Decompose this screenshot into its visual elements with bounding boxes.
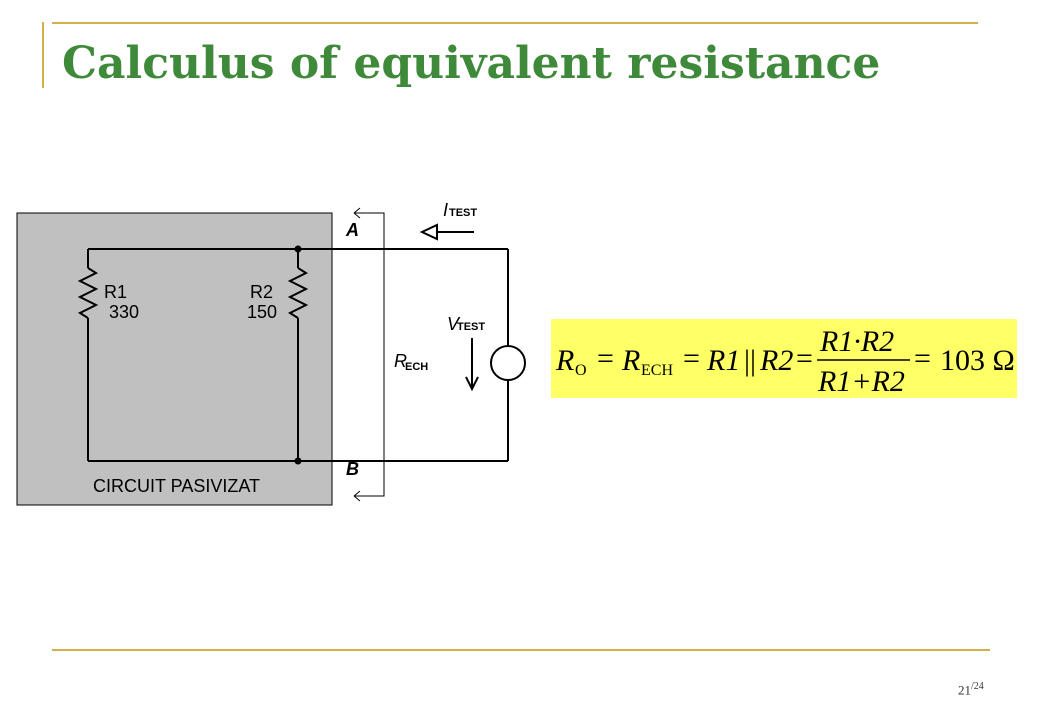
page-current: 21 [958, 682, 971, 698]
formula-parallel: || [744, 344, 756, 377]
rech-label: R [394, 351, 407, 371]
vtest-label: V [447, 314, 461, 334]
formula-ro: R [555, 344, 574, 377]
r2-name-label: R2 [250, 282, 273, 302]
r2-resistor [287, 267, 309, 319]
node-dot-top [294, 245, 302, 253]
arrow-left-icon [353, 207, 361, 219]
slide-title: Calculus of equivalent resistance [62, 38, 881, 89]
formula-denominator: R1+R2 [817, 365, 905, 398]
formula-ro-sub: O [575, 362, 587, 379]
rech-sub-label: ECH [405, 361, 428, 373]
page-total: /24 [971, 681, 984, 692]
formula-highlight [551, 319, 1017, 398]
arrow-left-icon [353, 490, 361, 502]
frame-left-rule [42, 22, 44, 88]
formula-result: 103 Ω [940, 344, 1015, 377]
r1-resistor [77, 267, 99, 319]
formula-r2: R2 [759, 344, 793, 377]
formula-eq1: = [597, 342, 614, 375]
box-label: CIRCUIT PASIVIZAT [93, 476, 260, 496]
rech-bracket [354, 212, 385, 497]
itest-sub-label: TEST [449, 207, 477, 219]
vtest-arrow-head-icon [465, 376, 479, 392]
formula-r1: R1 [706, 344, 740, 377]
formula-rech-sub: ECH [641, 362, 673, 379]
itest-label: I [443, 200, 448, 220]
node-b-label: B [346, 459, 359, 479]
itest-arrow-head-icon [419, 223, 438, 241]
vtest-sub-label: TEST [457, 321, 485, 333]
r1-value-label: 330 [109, 302, 139, 322]
formula-eq2: = [683, 342, 700, 375]
frame-top-rule [52, 22, 978, 24]
formula-numerator: R1·R2 [819, 325, 894, 358]
formula-eq3: = [796, 342, 813, 375]
node-a-label: A [345, 220, 359, 240]
test-source-icon [490, 345, 526, 381]
r1-name-label: R1 [104, 282, 127, 302]
passive-circuit-box [16, 212, 333, 506]
node-dot-bottom [294, 457, 302, 465]
formula-eq4: = [914, 342, 931, 375]
frame-bottom-rule [52, 649, 990, 651]
page-number: 21/24 [958, 681, 984, 698]
formula-rech: R [621, 344, 640, 377]
r2-value-label: 150 [247, 302, 277, 322]
